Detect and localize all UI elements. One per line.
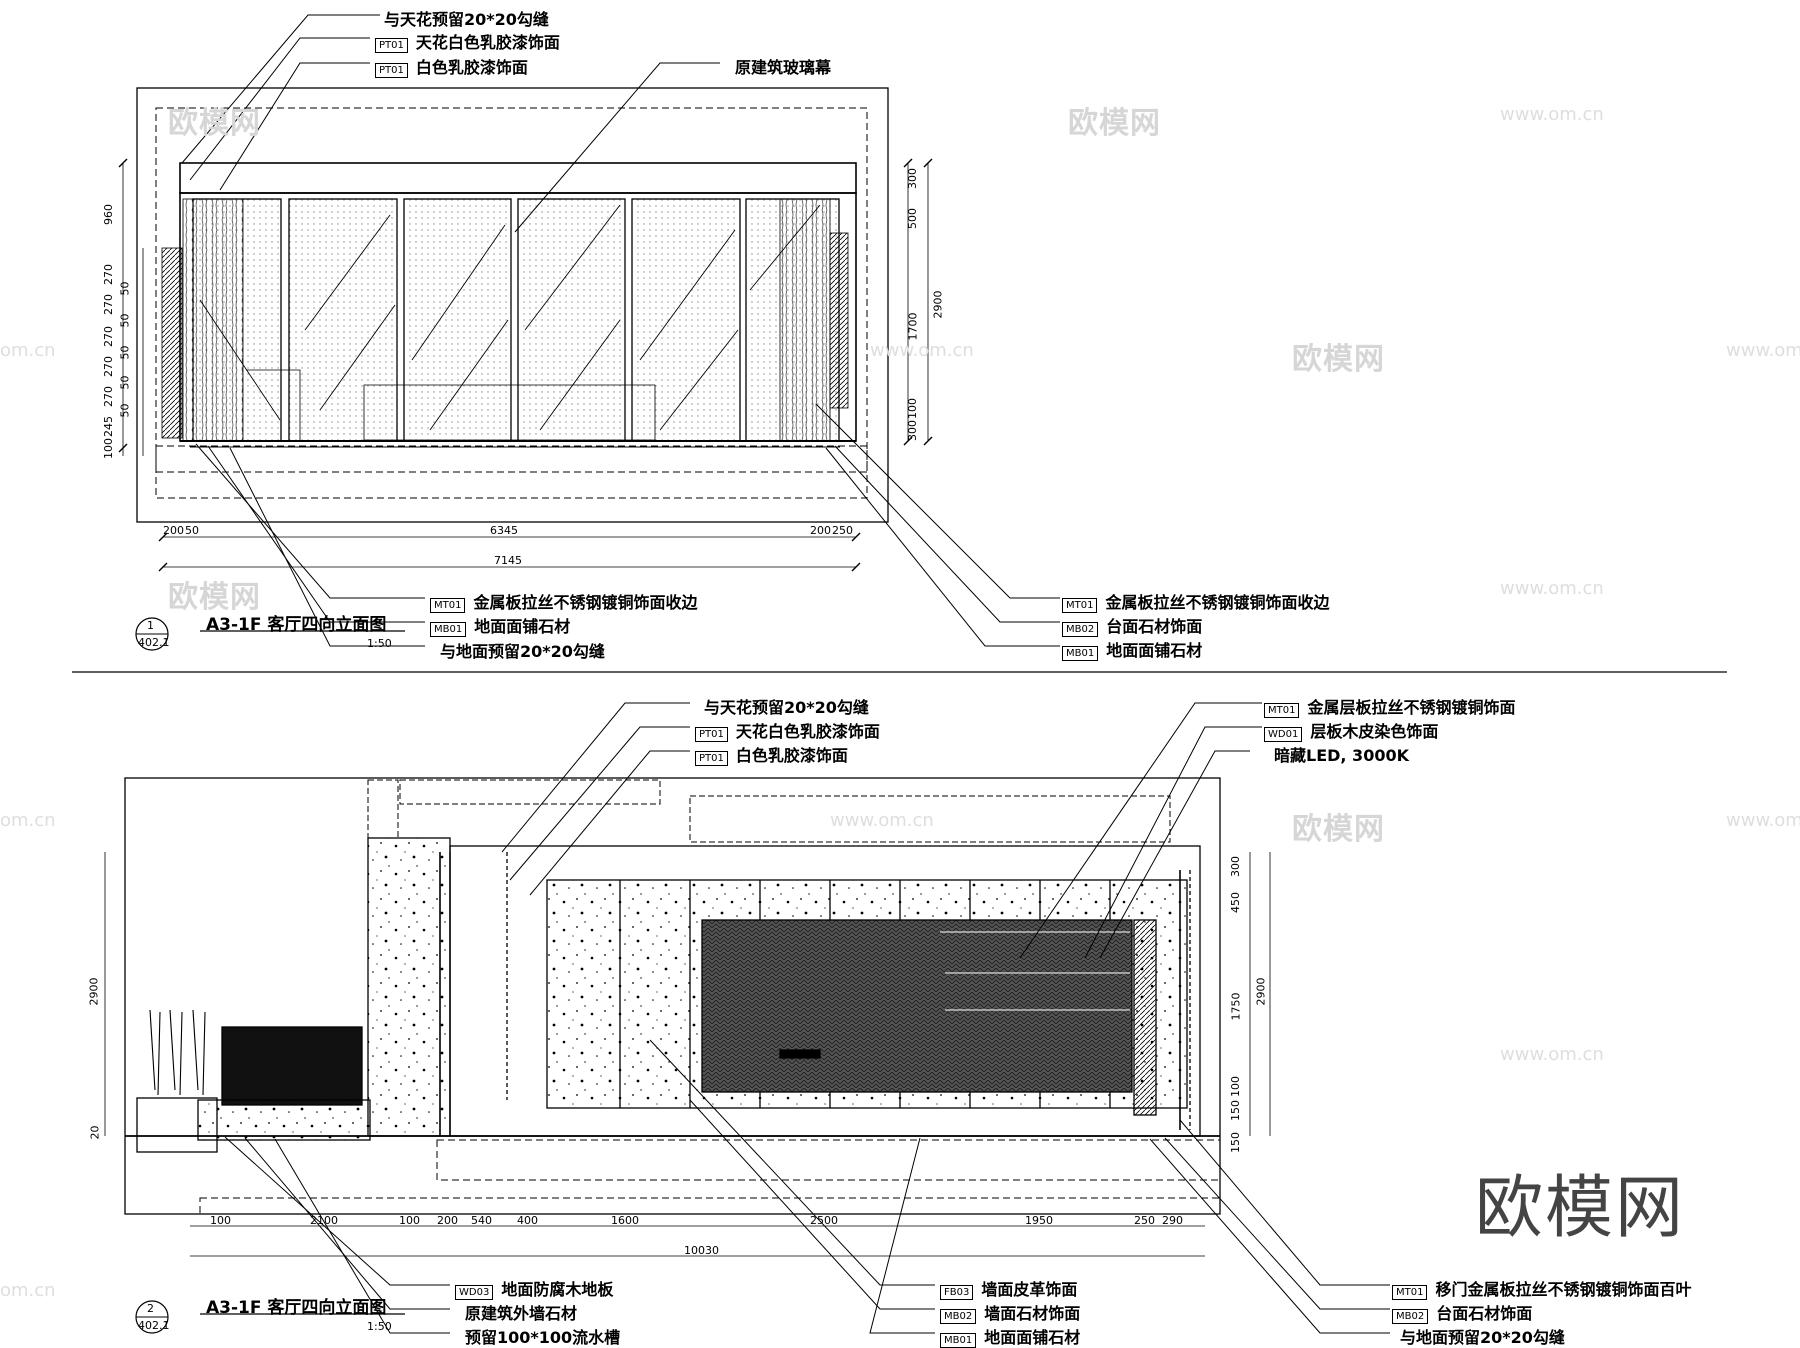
dim-left-245: 245: [102, 416, 115, 437]
sheet-number: 402.1: [138, 636, 170, 649]
brand-logo-text: 欧模网: [1475, 1169, 1686, 1248]
dim-left-270: 270: [102, 356, 115, 377]
dim-right-300: 300: [906, 168, 919, 189]
dim-height-total: 2900: [931, 290, 945, 319]
watermark-url: www.om.cn: [1500, 1044, 1604, 1065]
watermark-url: www.om.cn: [1726, 340, 1800, 361]
dim-bottom-2100: 2100: [310, 1214, 338, 1227]
watermark-text: 欧模网: [1292, 812, 1385, 847]
drawing-scale: 1:50: [367, 637, 392, 650]
dim-left-50: 50: [118, 403, 132, 418]
dim-left-20: 20: [88, 1125, 102, 1140]
dim-left-50: 50: [118, 345, 132, 360]
dim-width-total: 10030: [684, 1244, 719, 1257]
dim-left-270: 270: [102, 326, 115, 347]
drawing-title: A3-1F 客厅四向立面图: [206, 615, 387, 635]
dim-bottom-200: 200: [810, 524, 831, 537]
dim-bottom-100: 100: [210, 1214, 231, 1227]
dim-left-960: 960: [102, 204, 115, 225]
callout-led: 暗藏LED, 3000K: [1274, 746, 1409, 765]
dim-bottom-100: 100: [399, 1214, 420, 1227]
dim-right-500: 500: [906, 208, 919, 229]
dim-right-100: 100: [1229, 1076, 1242, 1097]
dim-bottom-200: 200: [437, 1214, 458, 1227]
dim-left-50: 50: [118, 375, 132, 390]
dim-right-150: 150: [1229, 1100, 1242, 1121]
dim-bottom-200: 200: [163, 524, 184, 537]
dim-left-50: 50: [118, 281, 132, 296]
watermark-text: 欧模网: [1292, 342, 1385, 377]
dim-bottom-250: 250: [832, 524, 853, 537]
dim-bottom-2500: 2500: [810, 1214, 838, 1227]
dim-bottom-1600: 1600: [611, 1214, 639, 1227]
callout-floor-gap: 与地面预留20*20勾缝: [440, 642, 605, 661]
watermark-url: www.om.cn: [870, 340, 974, 361]
dim-bottom-250: 250: [1134, 1214, 1155, 1227]
dim-left-270: 270: [102, 386, 115, 407]
watermark-url: www.om.cn: [1500, 104, 1604, 125]
drawing-title: A3-1F 客厅四向立面图: [206, 1298, 387, 1318]
sheet-number: 402.1: [138, 1319, 170, 1332]
watermark-text: 欧模网: [168, 106, 261, 141]
dim-width-total: 7145: [494, 554, 522, 567]
callout-ceiling-gap: 与天花预留20*20勾缝: [384, 10, 549, 29]
drawing-scale: 1:50: [367, 1320, 392, 1333]
dim-bottom-6345: 6345: [490, 524, 518, 537]
callout-glass-curtain: 原建筑玻璃幕: [735, 58, 832, 77]
dim-left-100: 100: [102, 438, 115, 459]
dim-height-total: 2900: [1254, 977, 1268, 1006]
watermark-text: 欧模网: [168, 580, 261, 615]
dim-bottom-540: 540: [471, 1214, 492, 1227]
dim-right-300: 300: [906, 420, 919, 441]
dim-left-2900: 2900: [87, 977, 101, 1006]
dim-left-270: 270: [102, 264, 115, 285]
watermark-url: www.om.cn: [1500, 578, 1604, 599]
dim-left-50: 50: [118, 313, 132, 328]
dim-right-300: 300: [1229, 856, 1242, 877]
dim-right-450: 450: [1229, 892, 1242, 913]
dim-left-270: 270: [102, 294, 115, 315]
dim-bottom-50: 50: [185, 524, 199, 537]
dim-right-1750: 1750: [1229, 992, 1243, 1021]
watermark-url: www.om.cn: [1726, 810, 1800, 831]
dim-bottom-290: 290: [1162, 1214, 1183, 1227]
dim-right-1700: 1700: [906, 312, 920, 341]
drawing-number: 1: [147, 619, 154, 632]
dim-bottom-400: 400: [517, 1214, 538, 1227]
watermark-url: om.cn: [0, 1280, 56, 1301]
dim-right-100: 100: [906, 398, 919, 419]
watermark-url: om.cn: [0, 340, 56, 361]
callout-ceiling-gap-2: 与天花预留20*20勾缝: [704, 698, 869, 717]
dim-right-150: 150: [1229, 1132, 1242, 1153]
callout-exterior-stone: 原建筑外墙石材: [465, 1304, 578, 1323]
callout-drain: 预留100*100流水槽: [465, 1328, 621, 1347]
watermark-url: www.om.cn: [830, 810, 934, 831]
watermark-text: 欧模网: [1068, 106, 1161, 141]
watermark-url: om.cn: [0, 810, 56, 831]
callout-floor-gap-2: 与地面预留20*20勾缝: [1400, 1328, 1565, 1347]
drawing-number: 2: [147, 1302, 154, 1315]
dim-bottom-1950: 1950: [1025, 1214, 1053, 1227]
